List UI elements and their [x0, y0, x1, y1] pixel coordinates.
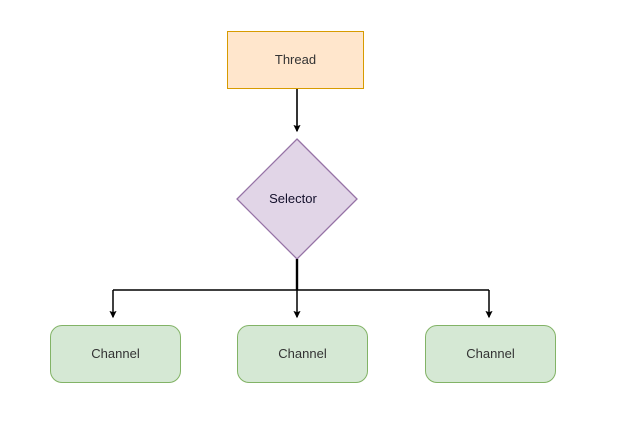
node-channel-3[interactable]: Channel [425, 325, 556, 383]
node-selector-label: Selector [269, 191, 317, 207]
node-channel-2-label: Channel [278, 346, 327, 362]
node-channel-3-label: Channel [466, 346, 515, 362]
node-thread[interactable]: Thread [227, 31, 364, 89]
node-channel-1-label: Channel [91, 346, 140, 362]
node-channel-2[interactable]: Channel [237, 325, 368, 383]
node-channel-1[interactable]: Channel [50, 325, 181, 383]
node-selector[interactable]: Selector [237, 139, 357, 259]
node-thread-label: Thread [274, 52, 317, 68]
